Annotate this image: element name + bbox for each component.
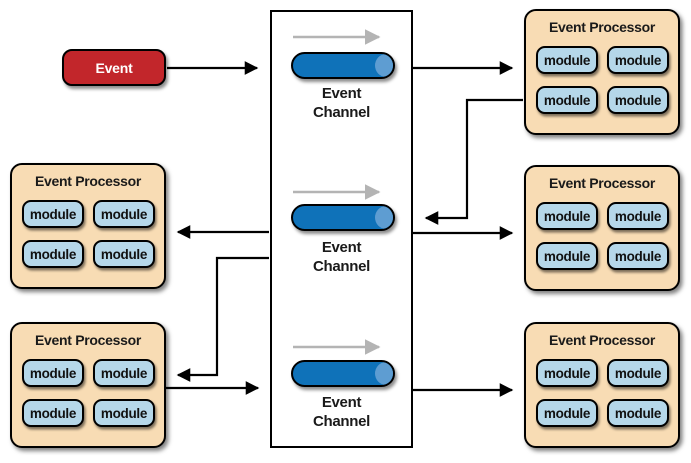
processor-title: Event Processor <box>549 19 655 35</box>
module-chip: module <box>607 46 669 74</box>
processor-title: Event Processor <box>35 332 141 348</box>
processor-box-middle-right: Event Processor module module module mod… <box>524 165 680 291</box>
module-chip: module <box>607 399 669 427</box>
processor-box-top-right: Event Processor module module module mod… <box>524 9 680 135</box>
module-grid: module module module module <box>22 359 158 427</box>
module-chip: module <box>536 242 598 270</box>
channel-label-2: Event Channel <box>312 239 371 275</box>
module-chip: module <box>22 359 84 387</box>
module-chip: module <box>536 359 598 387</box>
module-chip: module <box>22 200 84 228</box>
channel-pipe-1 <box>291 52 395 79</box>
module-chip: module <box>607 359 669 387</box>
module-chip: module <box>93 359 155 387</box>
channel-label-1: Event Channel <box>312 85 371 121</box>
module-chip: module <box>536 86 598 114</box>
processor-box-middle-left: Event Processor module module module mod… <box>10 163 166 289</box>
processor-title: Event Processor <box>549 175 655 191</box>
module-grid: module module module module <box>536 46 672 114</box>
module-chip: module <box>22 399 84 427</box>
module-chip: module <box>536 399 598 427</box>
event-source-box: Event <box>62 49 166 86</box>
module-chip: module <box>536 202 598 230</box>
pipe-cap-icon <box>375 54 393 77</box>
processor-box-bottom-right: Event Processor module module module mod… <box>524 322 680 448</box>
pipe-cap-icon <box>375 362 393 385</box>
module-grid: module module module module <box>22 200 158 268</box>
module-grid: module module module module <box>536 202 672 270</box>
module-chip: module <box>22 240 84 268</box>
processor-title: Event Processor <box>549 332 655 348</box>
connector-processor-top-right-to-channel2 <box>424 98 523 225</box>
module-chip: module <box>93 399 155 427</box>
module-chip: module <box>607 242 669 270</box>
channel-label-3: Event Channel <box>312 394 371 430</box>
module-chip: module <box>93 240 155 268</box>
channel-pipe-3 <box>291 360 395 387</box>
module-chip: module <box>607 202 669 230</box>
module-chip: module <box>607 86 669 114</box>
channel-pipe-2 <box>291 204 395 231</box>
processor-box-bottom-left: Event Processor module module module mod… <box>10 322 166 448</box>
module-chip: module <box>93 200 155 228</box>
processor-title: Event Processor <box>35 173 141 189</box>
pipe-cap-icon <box>375 206 393 229</box>
module-grid: module module module module <box>536 359 672 427</box>
connector-channel-to-processor-bottom-left <box>176 256 269 382</box>
module-chip: module <box>536 46 598 74</box>
